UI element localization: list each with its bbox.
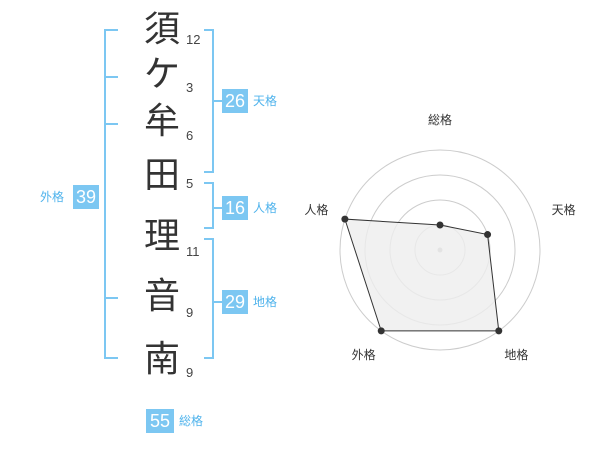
- gaikaku-bracket-vertical: [104, 29, 106, 359]
- name-char-7: 南: [143, 339, 180, 380]
- name-char-1: 須: [143, 9, 180, 50]
- tenkaku-bracket-bottom: [204, 171, 214, 173]
- radar-series-area: [344, 218, 500, 332]
- chikaku-label: 地格: [253, 295, 278, 309]
- radar-point-2: [484, 231, 492, 239]
- radar-axis-label-2: 天格: [552, 202, 576, 217]
- tenkaku-value: 26: [222, 89, 248, 113]
- chikaku-bracket-top: [204, 238, 214, 240]
- name-char-6: 音: [143, 276, 180, 317]
- jinkaku-value: 16: [222, 196, 248, 220]
- chikaku-value: 29: [222, 290, 248, 314]
- jinkaku-label: 人格: [253, 201, 278, 215]
- stroke-count-4: 5: [186, 176, 194, 191]
- jinkaku-bracket-vertical: [212, 182, 214, 229]
- radar-axis-label-3: 地格: [504, 347, 528, 362]
- radar-point-1: [436, 221, 444, 229]
- chikaku-bracket-vertical: [212, 238, 214, 359]
- tenkaku-label: 天格: [253, 94, 278, 108]
- gaikaku-bracket-bottom: [104, 357, 118, 359]
- radar-axis-label-4: 外格: [352, 347, 376, 362]
- radar-point-3: [495, 327, 503, 335]
- bracket-tick: [104, 123, 118, 125]
- gaikaku-value: 39: [73, 185, 99, 209]
- stroke-count-6: 9: [186, 305, 194, 320]
- radar-axis-label-5: 人格: [304, 202, 328, 217]
- tenkaku-bracket-top: [204, 29, 214, 31]
- stroke-count-1: 12: [186, 32, 201, 47]
- soukaku-label: 総格: [179, 414, 204, 428]
- bracket-tick: [104, 76, 118, 78]
- soukaku-value: 55: [146, 409, 174, 433]
- stroke-count-2: 3: [186, 80, 194, 95]
- radar-axis-label-1: 総格: [428, 112, 452, 127]
- chikaku-bracket-bottom: [204, 357, 214, 359]
- name-char-5: 理: [143, 216, 180, 257]
- radar-ring: [339, 149, 541, 351]
- chikaku-bracket-stub: [212, 301, 222, 303]
- stroke-count-3: 6: [186, 128, 194, 143]
- bracket-tick: [104, 297, 118, 299]
- gaikaku-bracket-top: [104, 29, 118, 31]
- name-char-3: 牟: [143, 101, 180, 142]
- radar-point-4: [377, 327, 385, 335]
- jinkaku-bracket-top: [204, 182, 214, 184]
- jinkaku-bracket-stub: [212, 207, 222, 209]
- radar-point-5: [341, 215, 349, 223]
- tenkaku-bracket-stub: [212, 100, 222, 102]
- gaikaku-label: 外格: [40, 190, 65, 204]
- stroke-count-5: 11: [186, 244, 200, 259]
- jinkaku-bracket-bottom: [204, 227, 214, 229]
- name-char-4: 田: [143, 155, 180, 196]
- name-char-2: ケ: [143, 54, 180, 95]
- stroke-count-7: 9: [186, 365, 194, 380]
